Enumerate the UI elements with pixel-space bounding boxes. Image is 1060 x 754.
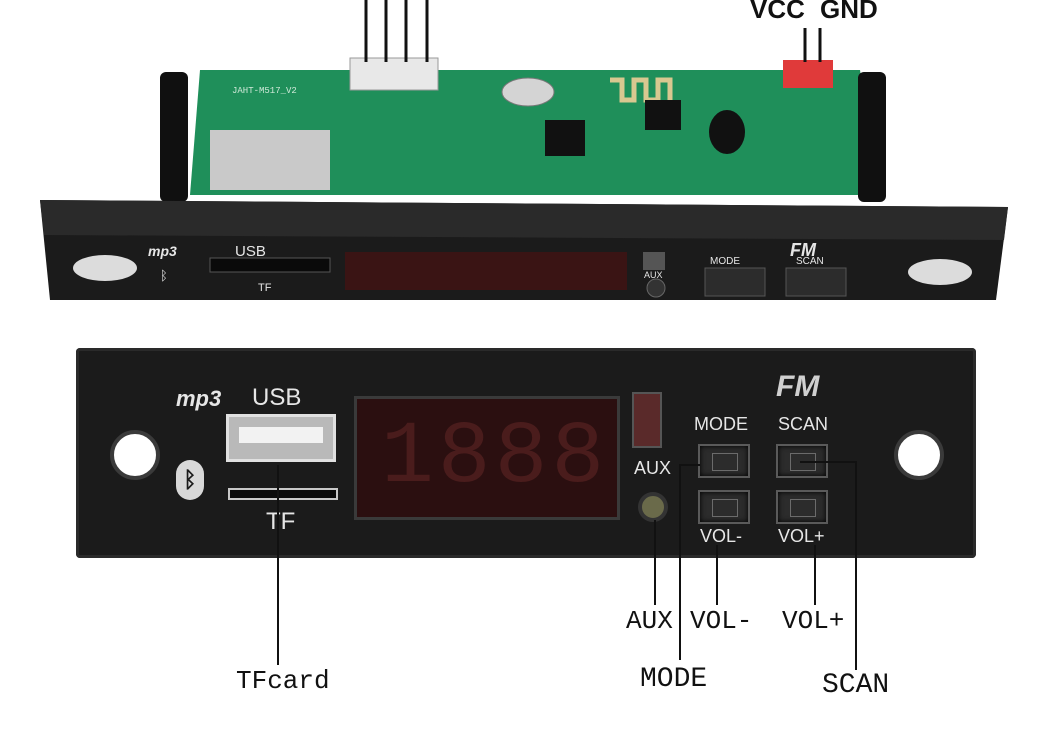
scan-label: SCAN bbox=[778, 414, 829, 434]
pcb-silk-model: JAHT-M517_V2 bbox=[232, 86, 297, 96]
vol-plus-label: VOL+ bbox=[778, 526, 825, 546]
top-usb-label: USB bbox=[235, 243, 266, 260]
top-ir-window bbox=[643, 252, 665, 270]
bluetooth-icon: ᛒ bbox=[160, 268, 168, 283]
callout-scan: SCAN bbox=[822, 670, 890, 701]
vol-minus-button[interactable] bbox=[698, 490, 750, 524]
mount-hole-right bbox=[894, 430, 944, 480]
scan-button[interactable] bbox=[776, 444, 828, 478]
fm-logo: FM bbox=[776, 370, 820, 403]
top-brand: mp3 bbox=[148, 243, 177, 259]
gnd-label: GND bbox=[820, 0, 878, 24]
usb-port-tongue bbox=[239, 427, 323, 443]
tf-slot[interactable] bbox=[228, 488, 338, 500]
vcc-label: VCC bbox=[750, 0, 805, 24]
aux-label: AUX bbox=[634, 458, 672, 478]
ir-window bbox=[632, 392, 662, 448]
right-post bbox=[858, 72, 886, 202]
top-tf-label: TF bbox=[258, 282, 272, 294]
power-connector bbox=[783, 60, 833, 88]
aux-jack[interactable] bbox=[638, 492, 668, 522]
top-aux-label: AUX bbox=[644, 270, 663, 280]
top-display bbox=[345, 252, 627, 290]
mount-hole-left bbox=[73, 255, 137, 281]
vol-plus-button[interactable] bbox=[776, 490, 828, 524]
mode-label: MODE bbox=[694, 414, 748, 434]
mode-button[interactable] bbox=[698, 444, 750, 478]
top-aux-jack bbox=[646, 278, 666, 298]
callout-mode: MODE bbox=[640, 664, 708, 695]
front-panel: mp3 USB ᛒ TF 1888 AUX MODE SCAN FM VOL- … bbox=[76, 348, 976, 558]
vol-minus-label: VOL- bbox=[700, 526, 743, 546]
pcb bbox=[190, 70, 880, 195]
header-connector bbox=[349, 57, 439, 91]
top-fm-label: FM bbox=[790, 240, 816, 260]
callout-tfcard: TFcard bbox=[236, 666, 330, 696]
brand-logo: mp3 bbox=[176, 386, 222, 411]
top-mode-label: MODE bbox=[710, 256, 740, 267]
top-mode-button bbox=[704, 267, 766, 297]
top-board-drawing bbox=[40, 0, 1008, 300]
tf-label: TF bbox=[266, 508, 296, 535]
callout-vol-plus: VOL+ bbox=[782, 606, 845, 636]
ic-chip bbox=[545, 120, 585, 156]
led-display: 1888 bbox=[354, 396, 620, 520]
top-scan-button bbox=[785, 267, 847, 297]
crystal-oscillator bbox=[501, 77, 555, 107]
capacitor bbox=[709, 110, 745, 154]
display-digits: 1888 bbox=[381, 409, 609, 508]
top-board-photo: VCC GND JAHT-M517_V2 mp3 USB TF AUX MODE… bbox=[0, 0, 1060, 300]
mount-hole-left bbox=[110, 430, 160, 480]
left-post bbox=[160, 72, 188, 202]
top-usb-port bbox=[209, 257, 331, 273]
top-scan-label: SCAN bbox=[796, 256, 824, 267]
callout-vol-minus: VOL- bbox=[690, 606, 753, 636]
usb-port[interactable] bbox=[226, 414, 336, 462]
usb-metal-housing bbox=[210, 130, 330, 190]
antenna-trace bbox=[610, 77, 673, 103]
usb-label: USB bbox=[252, 384, 302, 411]
ir-receiver bbox=[645, 100, 681, 130]
mount-hole-right bbox=[908, 259, 972, 285]
bluetooth-icon: ᛒ bbox=[176, 460, 204, 500]
callout-aux: AUX bbox=[626, 606, 673, 636]
